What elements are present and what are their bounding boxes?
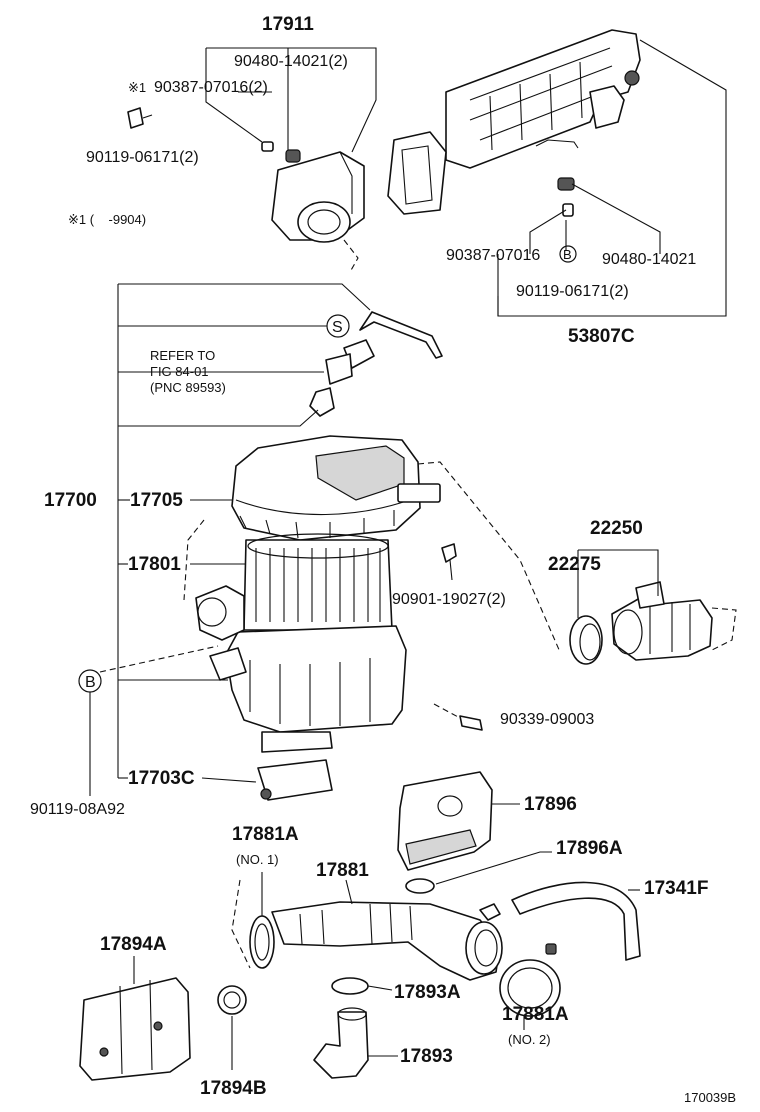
- label-17705: 17705: [130, 490, 183, 511]
- label-90387-07016-2: 90387-07016(2): [154, 79, 268, 96]
- label-90119-06171-2-right: 90119-06171(2): [516, 283, 629, 300]
- clamp-17881A-no2: [499, 943, 561, 1017]
- label-callout-S: S: [332, 319, 343, 336]
- leaders-top: [205, 39, 727, 317]
- label-17896: 17896: [524, 794, 577, 815]
- grommet-90480: [557, 177, 575, 217]
- label-90119-06171-2-top: 90119-06171(2): [86, 149, 199, 166]
- vacuum-hose-assembly: [309, 311, 443, 417]
- label-note-mark: ※1: [128, 80, 146, 95]
- label-53807C: 53807C: [568, 326, 635, 347]
- label-callout-B: B: [85, 674, 96, 691]
- callout-B-main: [78, 669, 102, 693]
- label-refer-3: (PNC 89593): [150, 380, 226, 395]
- label-17894A: 17894A: [100, 934, 167, 955]
- label-22275: 22275: [548, 554, 601, 575]
- label-17911: 17911: [262, 14, 314, 35]
- label-17801: 17801: [128, 554, 181, 575]
- label-22250: 22250: [590, 518, 643, 539]
- label-callout-B-small: B: [563, 247, 572, 262]
- air-cleaner-assembly: [195, 435, 441, 801]
- label-90387-07016-B: 90387-07016: [446, 247, 540, 264]
- label-17703C: 17703C: [128, 768, 195, 789]
- clamp-17894B: [217, 985, 247, 1015]
- elbow-17893: [313, 1007, 369, 1079]
- air-flow-meter-22250: [611, 581, 737, 661]
- intake-hose-17881: [271, 901, 503, 981]
- label-refer-1: REFER TO: [150, 348, 215, 363]
- clamp-17896A: [405, 878, 435, 894]
- callout-B-small: [559, 245, 577, 263]
- label-17700: 17700: [44, 490, 97, 511]
- cover-17894A: [79, 977, 191, 1081]
- bolt-90901: [441, 543, 457, 581]
- label-17893A: 17893A: [394, 982, 461, 1003]
- resonator-17911: [127, 107, 365, 243]
- label-no1: (NO. 1): [236, 852, 279, 867]
- part-labels: 17911 90480-14021(2) ※1 90387-07016(2) 9…: [30, 14, 736, 1105]
- label-90480-14021: 90480-14021: [602, 251, 696, 268]
- pin-90339: [433, 703, 483, 731]
- label-note-range: ※1 ( -9904): [68, 212, 146, 227]
- label-17881A-bottom: 17881A: [502, 1004, 569, 1025]
- air-inlet-duct: [387, 29, 641, 215]
- label-17881: 17881: [316, 860, 369, 881]
- clamp-17893A: [331, 977, 369, 995]
- label-figure-id: 170039B: [684, 1090, 736, 1105]
- clamp-22275: [569, 615, 603, 665]
- label-17896A: 17896A: [556, 838, 623, 859]
- label-no2: (NO. 2): [508, 1032, 551, 1047]
- label-refer-2: FIG 84-01: [150, 364, 209, 379]
- label-90480-14021-2: 90480-14021(2): [234, 53, 348, 70]
- label-17894B: 17894B: [200, 1078, 267, 1099]
- cover-17896: [397, 771, 493, 871]
- label-90339-09003: 90339-09003: [500, 711, 594, 728]
- leaders-main: [89, 284, 561, 796]
- clamp-17881A-no1: [231, 879, 275, 969]
- label-90119-08A92: 90119-08A92: [30, 801, 125, 818]
- label-17881A-top: 17881A: [232, 824, 299, 845]
- hose-17341F: [511, 881, 641, 961]
- label-17341F: 17341F: [644, 878, 708, 899]
- label-17893: 17893: [400, 1046, 453, 1067]
- label-90901-19027-2: 90901-19027(2): [392, 591, 506, 608]
